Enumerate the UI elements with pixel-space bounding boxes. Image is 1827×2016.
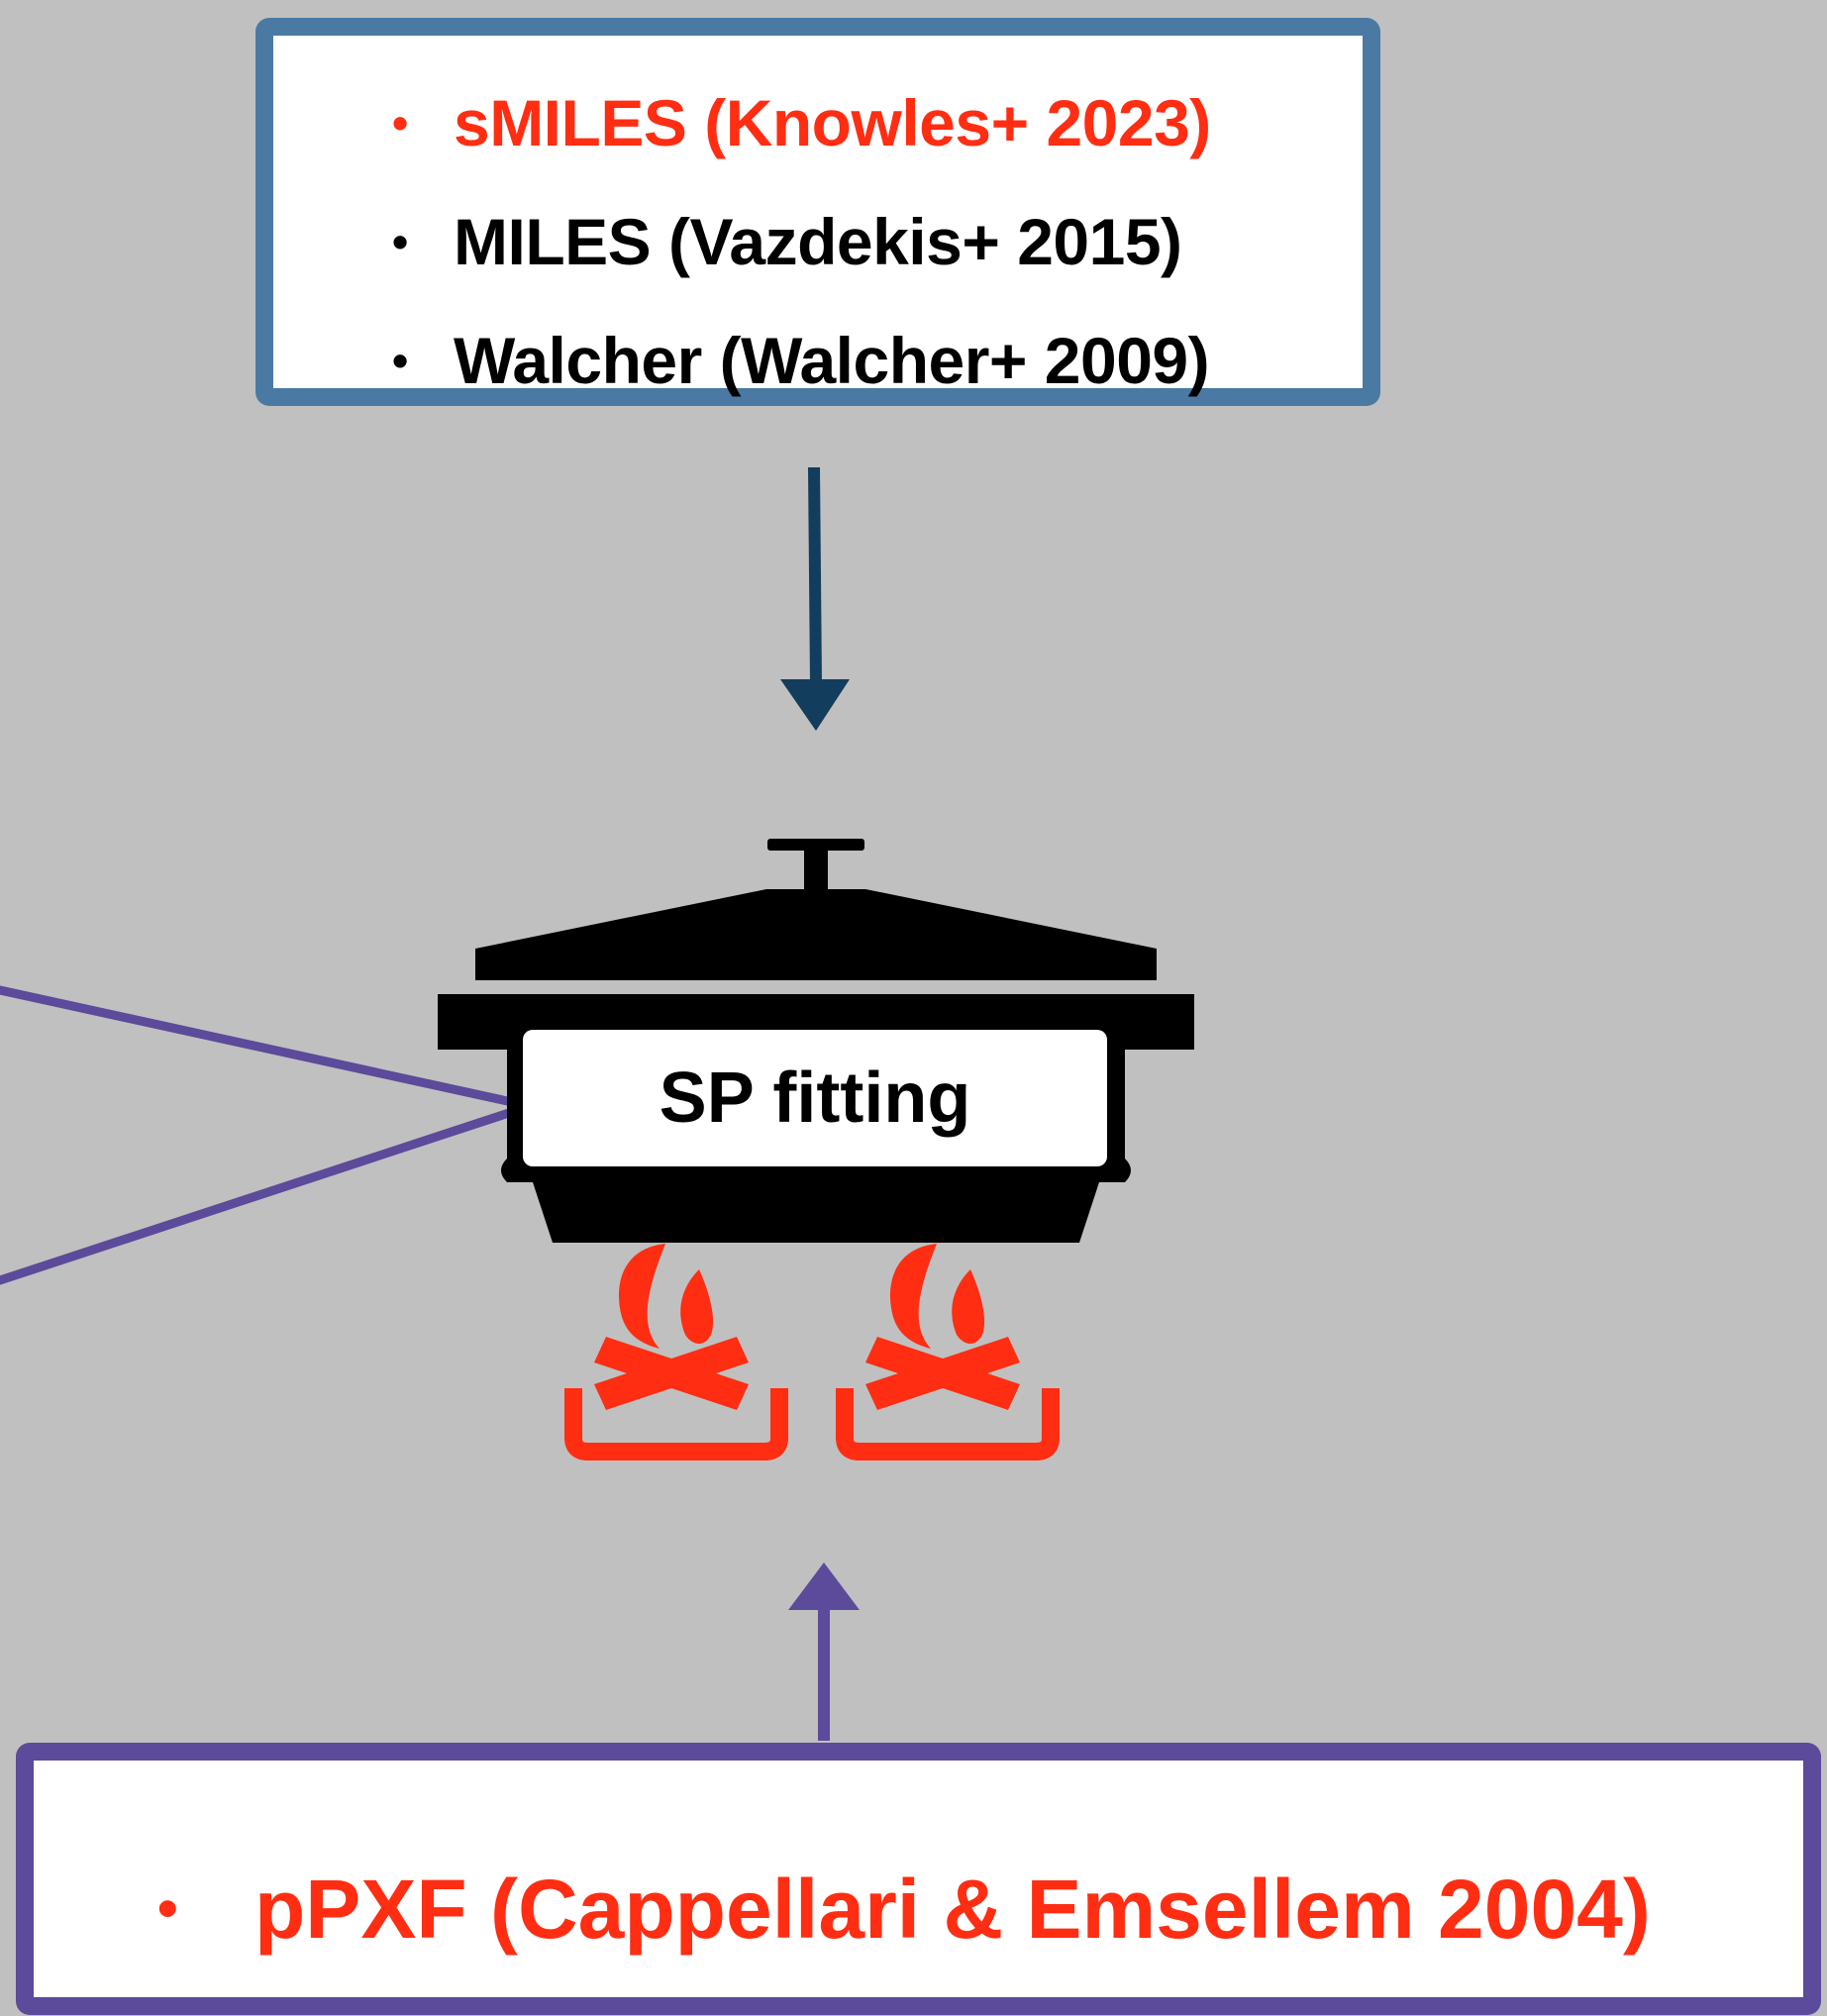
campfire-icon-right <box>836 1244 1060 1461</box>
template-library-box: • sMILES (Knowles+ 2023) • MILES (Vazdekis… <box>255 18 1380 406</box>
list-item-text: MILES (Vazdekis+ 2015) <box>454 205 1182 278</box>
list-item: • Walcher (Walcher+ 2009) <box>392 301 1211 420</box>
down-arrow <box>780 466 850 731</box>
list-item: • pPXF (Cappellari & Emsellem 2004) <box>157 1850 1651 1968</box>
left-connector-lines <box>0 985 526 1285</box>
connector-line-lower <box>0 1104 526 1285</box>
fitting-code-list: • pPXF (Cappellari & Emsellem 2004) <box>157 1850 1651 1968</box>
up-arrow <box>788 1562 860 1741</box>
bullet: • <box>392 216 408 267</box>
list-item: • MILES (Vazdekis+ 2015) <box>392 182 1211 301</box>
pot-label: SP fitting <box>523 1030 1107 1166</box>
bullet: • <box>392 97 408 149</box>
list-item: • sMILES (Knowles+ 2023) <box>392 63 1211 182</box>
bullet: • <box>392 335 408 386</box>
template-library-list: • sMILES (Knowles+ 2023) • MILES (Vazdekis… <box>392 63 1211 420</box>
list-item-text: Walcher (Walcher+ 2009) <box>454 324 1210 397</box>
bullet: • <box>157 1876 178 1941</box>
fitting-code-box: • pPXF (Cappellari & Emsellem 2004) <box>16 1743 1821 2015</box>
list-item-text: sMILES (Knowles+ 2023) <box>454 86 1211 159</box>
list-item-text: pPXF (Cappellari & Emsellem 2004) <box>254 1863 1651 1956</box>
connector-line-upper <box>0 985 526 1109</box>
campfire-icon-left <box>564 1244 788 1461</box>
